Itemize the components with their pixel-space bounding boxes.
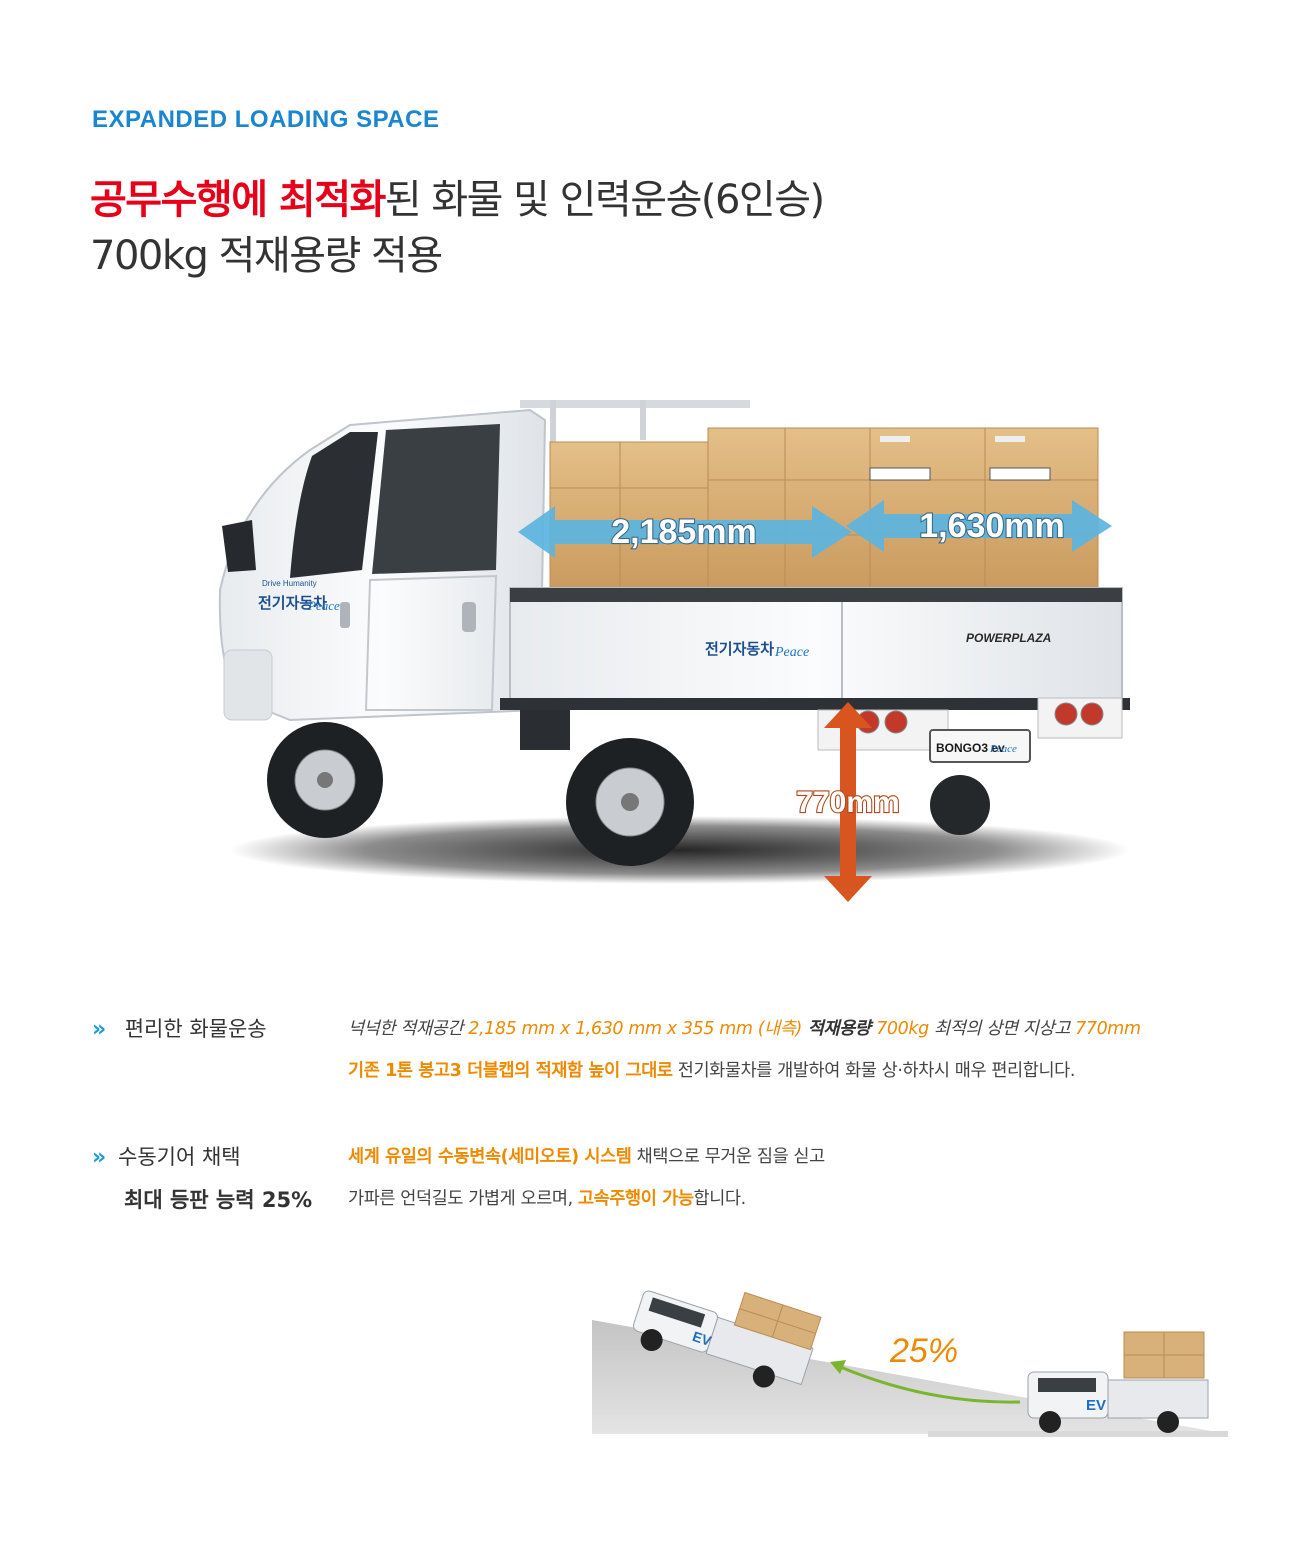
cargo-bed bbox=[500, 587, 1130, 710]
feature-title-line-1: » 수동기어 채택 bbox=[92, 1138, 342, 1177]
desc-height-value: 770mm bbox=[1075, 1019, 1141, 1039]
feature-title-text: 최대 등판 능력 25% bbox=[124, 1188, 313, 1212]
headline-highlight: 공무수행에 최적화 bbox=[90, 177, 386, 223]
door-logo-script: Peace bbox=[307, 598, 340, 613]
incline-illustration: EV 25% EV bbox=[592, 1290, 1228, 1437]
headline-line-1: 공무수행에 최적화된 화물 및 인력운송(6인승) bbox=[90, 172, 825, 228]
feature-desc-line-2: 기존 1톤 봉고3 더블캡의 적재함 높이 그대로 전기화물차를 개발하여 화물… bbox=[348, 1052, 1141, 1090]
desc-text: 합니다. bbox=[693, 1189, 747, 1209]
desc-highlight: 고속주행이 가능 bbox=[577, 1189, 694, 1209]
double-chevron-right-icon: » bbox=[92, 1145, 107, 1170]
flat-truck: EV bbox=[1027, 1331, 1209, 1433]
front-wheel bbox=[267, 722, 383, 838]
headline-line-1-rest: 된 화물 및 인력운송(6인승) bbox=[384, 177, 825, 223]
desc-text: 최적의 상면 지상고 bbox=[928, 1019, 1076, 1039]
headline-line-2: 700kg 적재용량 적용 bbox=[90, 233, 443, 279]
eyebrow-label: EXPANDED LOADING SPACE bbox=[92, 106, 440, 133]
feature-title-gear: » 수동기어 채택 최대 등판 능력 25% bbox=[92, 1138, 342, 1219]
double-chevron-right-icon: » bbox=[92, 1017, 107, 1042]
desc-text: 적재용량 bbox=[802, 1019, 877, 1039]
feature-desc-cargo: 넉넉한 적재공간 2,185 mm x 1,630 mm x 355 mm (내… bbox=[348, 1010, 1141, 1090]
feature-desc-line-1: 세계 유일의 수동변속(세미오토) 시스템 채택으로 무거운 짐을 싣고 bbox=[348, 1138, 825, 1176]
license-plate-script: Peace bbox=[989, 743, 1017, 755]
license-plate: BONGO3 ev bbox=[936, 741, 1005, 755]
truck-cab bbox=[218, 400, 750, 722]
feature-desc-line-2: 가파른 언덕길도 가볍게 오르며, 고속주행이 가능합니다. bbox=[348, 1180, 825, 1218]
feature-desc-gear: 세계 유일의 수동변속(세미오토) 시스템 채택으로 무거운 짐을 싣고 가파른… bbox=[348, 1138, 825, 1218]
bed-brand: POWERPLAZA bbox=[966, 631, 1051, 645]
rear-wheel-far bbox=[930, 775, 990, 835]
height-dimension-label: 770mm bbox=[796, 786, 899, 819]
feature-title-line-2: 최대 등판 능력 25% bbox=[92, 1181, 342, 1219]
desc-text: 가파른 언덕길도 가볍게 오르며, bbox=[348, 1189, 578, 1209]
feature-title-line-1: 편리한 화물운송 bbox=[124, 1017, 267, 1041]
grade-arrow bbox=[837, 1364, 1021, 1404]
rear-wheel bbox=[566, 738, 694, 866]
flat-truck-badge: EV bbox=[1086, 1397, 1106, 1414]
height-arrow bbox=[824, 702, 872, 902]
width-dimension-label: 1,630mm bbox=[919, 507, 1065, 545]
desc-text: 넉넉한 적재공간 bbox=[348, 1019, 469, 1039]
ground-shadow bbox=[230, 816, 1130, 884]
rear-chassis bbox=[520, 697, 1123, 763]
desc-text: 채택으로 무거운 짐을 싣고 bbox=[631, 1147, 826, 1167]
door-logo: 전기자동차 bbox=[258, 594, 327, 612]
cargo-boxes bbox=[549, 427, 1099, 593]
desc-cargo-dimensions: 2,185 mm x 1,630 mm x 355 mm (내측) bbox=[468, 1019, 802, 1039]
desc-text: 전기화물차를 개발하여 화물 상·하차시 매우 편리합니다. bbox=[672, 1061, 1076, 1081]
length-dimension-label: 2,185mm bbox=[611, 513, 757, 551]
feature-title-text: 수동기어 채택 bbox=[118, 1145, 241, 1169]
feature-title-cargo: » 편리한 화물운송 bbox=[92, 1010, 342, 1049]
feature-desc-line-1: 넉넉한 적재공간 2,185 mm x 1,630 mm x 355 mm (내… bbox=[348, 1010, 1141, 1048]
desc-highlight: 세계 유일의 수동변속(세미오토) 시스템 bbox=[348, 1147, 632, 1167]
width-arrow bbox=[846, 500, 1112, 552]
door-logo-small: Drive Humanity bbox=[262, 579, 317, 588]
climbing-truck: EV bbox=[632, 1290, 822, 1388]
desc-capacity-value: 700kg bbox=[876, 1019, 929, 1039]
page-headline: 공무수행에 최적화된 화물 및 인력운송(6인승) 700kg 적재용량 적용 bbox=[90, 172, 825, 284]
bed-logo: 전기자동차 bbox=[705, 640, 774, 658]
length-arrow bbox=[518, 506, 852, 558]
grade-percentage-label: 25% bbox=[889, 1332, 958, 1370]
bed-logo-script: Peace bbox=[774, 645, 809, 660]
climbing-truck-badge: EV bbox=[691, 1328, 714, 1349]
desc-highlight: 기존 1톤 봉고3 더블캡의 적재함 높이 그대로 bbox=[348, 1061, 673, 1081]
hero-truck-illustration: Drive Humanity 전기자동차 Peace 전기자동차 Peace P… bbox=[218, 400, 1130, 902]
